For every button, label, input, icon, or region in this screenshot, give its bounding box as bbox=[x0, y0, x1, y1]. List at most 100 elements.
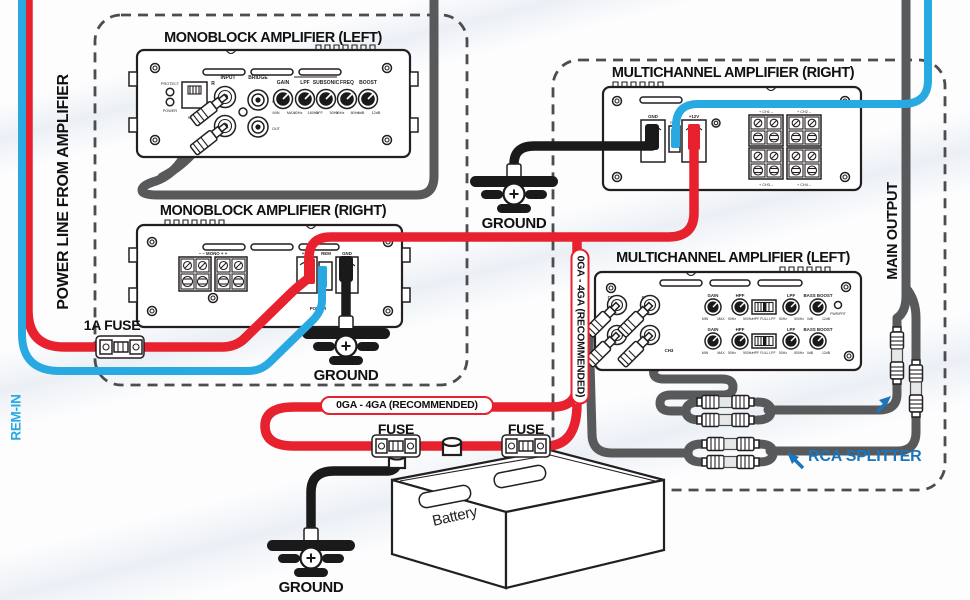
monoblock-group-box bbox=[93, 13, 469, 387]
rca-cable-upper bbox=[649, 361, 738, 416]
screw-icon bbox=[381, 134, 393, 146]
screw-icon bbox=[843, 350, 855, 362]
ground-label-monoblock: GROUND bbox=[313, 367, 379, 384]
splitter-arrow-icon bbox=[787, 452, 805, 470]
rca-plug bbox=[617, 301, 654, 338]
ground-label-multichannel: GROUND bbox=[481, 215, 547, 232]
rca-coupler-left bbox=[889, 326, 905, 385]
rem-plug bbox=[318, 266, 327, 288]
heatsink-fins bbox=[164, 219, 225, 226]
heatsink-fins bbox=[315, 44, 376, 51]
rem-terminal-label: REM bbox=[321, 251, 331, 256]
bridge-label: BRIDGE bbox=[248, 75, 268, 81]
ground-symbol-battery bbox=[267, 527, 355, 577]
protect-led bbox=[165, 87, 175, 97]
svg-text:MAX: MAX bbox=[287, 111, 296, 115]
svg-text:HPF FULL LPF: HPF FULL LPF bbox=[752, 351, 775, 355]
svg-text:40Hz: 40Hz bbox=[294, 111, 303, 115]
svg-text:MAX: MAX bbox=[717, 317, 725, 321]
screw-icon bbox=[149, 62, 161, 74]
svg-text:SUBSONIC: SUBSONIC bbox=[313, 80, 340, 86]
multichannel-group-box bbox=[551, 58, 947, 492]
svg-text:0dB: 0dB bbox=[807, 351, 814, 355]
svg-text:50Hz: 50Hz bbox=[330, 111, 339, 115]
main-output-cable-b bbox=[765, 283, 921, 456]
gnd-terminal-label: GND bbox=[342, 251, 352, 256]
svg-text:OFF: OFF bbox=[315, 111, 323, 115]
rem-in-label: REM-IN bbox=[8, 394, 24, 441]
gnd-plug bbox=[645, 124, 659, 150]
svg-text:50Hz: 50Hz bbox=[779, 317, 787, 321]
battery bbox=[390, 448, 666, 590]
screw-icon bbox=[611, 171, 623, 183]
rem-plug bbox=[671, 128, 680, 148]
fuse-right-label: FUSE bbox=[507, 421, 545, 437]
rca-coupler-right bbox=[908, 359, 924, 418]
svg-text:0dB: 0dB bbox=[807, 317, 814, 321]
svg-text:500Hz: 500Hz bbox=[794, 317, 804, 321]
svg-text:HPF: HPF bbox=[736, 293, 745, 298]
rca-cable-lower bbox=[585, 357, 693, 458]
multichannel-left-title: MULTICHANNEL AMPLIFIER (LEFT) bbox=[616, 250, 850, 266]
amp-monoblock-left: PROTECT POWER REM R INPUT BRIDGE IN OUT bbox=[128, 44, 419, 159]
svg-text:500Hz: 500Hz bbox=[743, 351, 753, 355]
power-wire-battery bbox=[260, 237, 582, 451]
battery-cap bbox=[493, 464, 547, 489]
svg-text:BASS BOOST: BASS BOOST bbox=[803, 327, 832, 332]
screw-icon bbox=[840, 281, 852, 293]
svg-text:180Hz: 180Hz bbox=[308, 111, 319, 115]
speaker-row-label: – – MONO + + bbox=[199, 251, 228, 256]
coupler-arrow-icon bbox=[875, 396, 891, 414]
ground-wire-battery bbox=[306, 457, 402, 539]
screw-icon bbox=[605, 282, 617, 294]
power-label: POWER bbox=[163, 109, 178, 113]
remote-wires bbox=[18, 0, 932, 375]
svg-text:LPF: LPF bbox=[300, 80, 309, 86]
svg-text:12dB: 12dB bbox=[372, 111, 381, 115]
svg-text:80Hz: 80Hz bbox=[351, 111, 360, 115]
svg-text:MIN: MIN bbox=[702, 317, 709, 321]
r-channel-label: R bbox=[211, 81, 215, 87]
rca-splitter-label: RCA SPLITTER bbox=[808, 448, 922, 465]
power-line-label: POWER LINE FROM AMPLIFIER bbox=[55, 74, 72, 310]
rca-splitter-lower bbox=[701, 436, 760, 470]
power-wires bbox=[23, 0, 700, 451]
wire-gauge-label-vertical: 0GA - 4GA (RECOMMENDED) bbox=[570, 248, 590, 405]
ground-label-battery: GROUND bbox=[278, 579, 344, 596]
knob-freq: FREQ 30Hz 80Hz bbox=[336, 80, 360, 115]
remote-wire-right bbox=[672, 0, 932, 140]
splitter-barrel bbox=[701, 436, 760, 452]
out-label: OUT bbox=[272, 127, 281, 131]
speaker-terminals bbox=[178, 256, 248, 292]
ground-symbol-monoblock bbox=[302, 315, 390, 365]
screw-icon bbox=[146, 305, 158, 317]
ch2-label: + CH2 – bbox=[797, 110, 812, 114]
svg-text:GAIN: GAIN bbox=[708, 327, 719, 332]
protect-label: PROTECT bbox=[161, 82, 180, 86]
svg-text:500Hz: 500Hz bbox=[794, 351, 804, 355]
monoblock-left-title: MONOBLOCK AMPLIFIER (LEFT) bbox=[164, 30, 382, 46]
heatsink-fins bbox=[612, 81, 664, 88]
screw-icon bbox=[382, 305, 394, 317]
remote-wire-left bbox=[18, 0, 326, 375]
knob-gain: GAIN MIN MAX bbox=[273, 80, 296, 115]
screw-icon bbox=[381, 62, 393, 74]
crossover-switch: HPF FULL LPF bbox=[751, 333, 777, 355]
svg-text:0dB: 0dB bbox=[358, 111, 365, 115]
main-output-label: MAIN OUTPUT bbox=[885, 182, 901, 280]
controls-row-2: GAIN MIN MAX HPF 50Hz 500Hz HPF FULL LPF… bbox=[702, 327, 833, 355]
rca-plug bbox=[189, 93, 229, 127]
svg-text:FREQ: FREQ bbox=[340, 80, 354, 86]
pwr-prt-led bbox=[833, 300, 843, 310]
svg-text:12dB: 12dB bbox=[822, 317, 831, 321]
speaker-grid bbox=[748, 114, 822, 180]
12v-terminal-label: +12V bbox=[689, 114, 699, 119]
controls-row-1: GAIN MIN MAX HPF 50Hz 500Hz HPF FULL LPF… bbox=[702, 293, 846, 321]
rca-plug bbox=[617, 331, 654, 368]
svg-text:50Hz: 50Hz bbox=[728, 317, 736, 321]
screw-icon bbox=[611, 95, 623, 107]
amp-multichannel-left: CH2 CH4 CH1 CH3 GAIN MIN MAX HPF 50Hz 50… bbox=[593, 266, 863, 372]
splitter-loop bbox=[681, 397, 705, 425]
wire-gauge-label-horizontal: 0GA - 4GA (RECOMMENDED) bbox=[320, 396, 494, 415]
